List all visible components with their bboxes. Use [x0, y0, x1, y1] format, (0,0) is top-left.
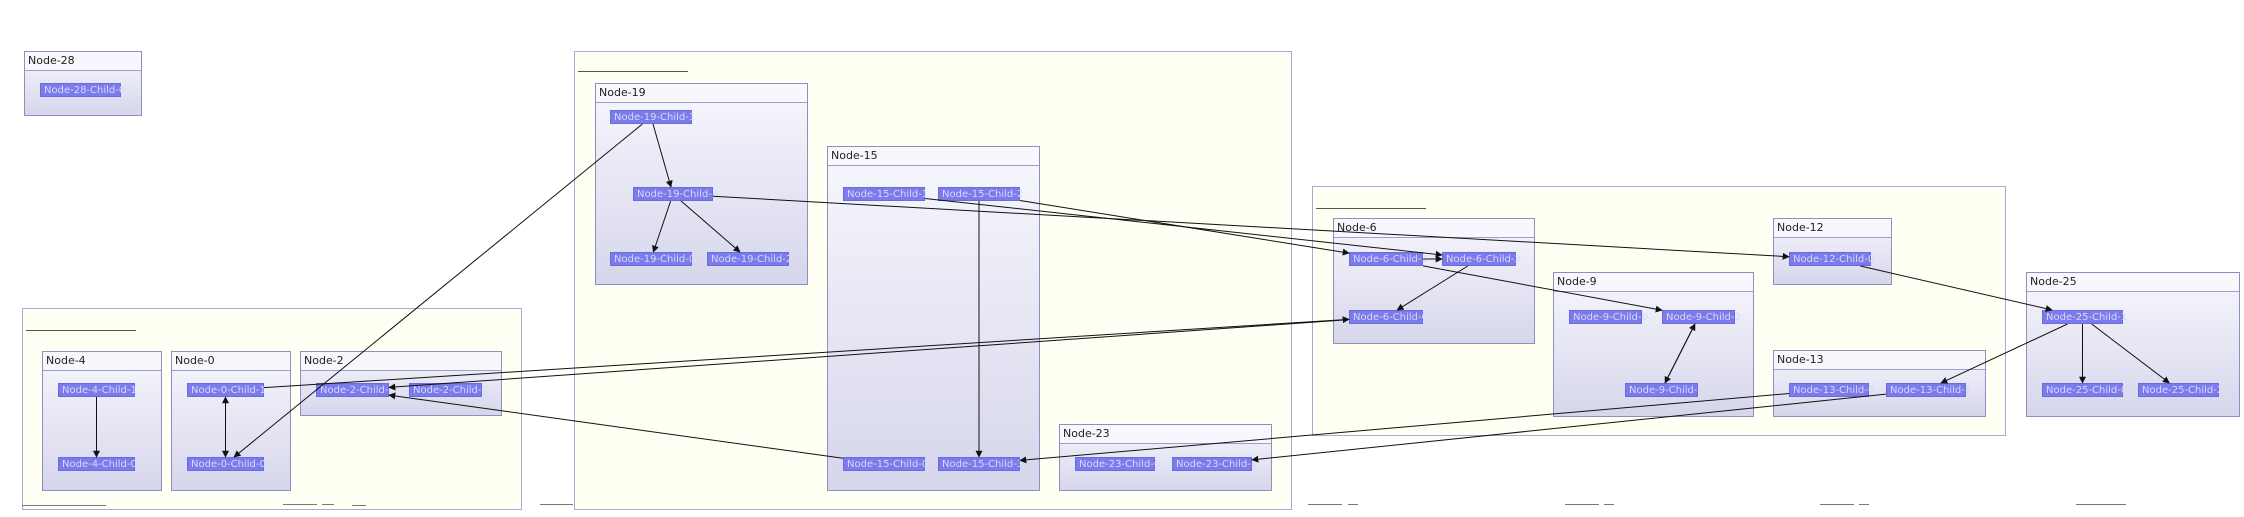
child-node[interactable]: Node-25-Child-2: [2138, 383, 2223, 397]
footer-mark: [1348, 504, 1358, 505]
footer-mark: [1604, 504, 1614, 505]
child-node[interactable]: Node-23-Child-1: [1172, 457, 1257, 471]
child-node[interactable]: Node-2-Child-1: [409, 383, 488, 397]
footer-mark: [1820, 504, 1854, 505]
footer-mark: [1859, 504, 1869, 505]
child-node[interactable]: Node-15-Child-1: [843, 187, 928, 201]
child-node[interactable]: Node-6-Child-2: [1442, 252, 1521, 266]
child-node[interactable]: Node-19-Child-2: [707, 252, 792, 266]
group-header-bar: [26, 330, 136, 331]
child-node[interactable]: Node-25-Child-1: [2042, 310, 2127, 324]
node-title: Node-15: [828, 147, 1039, 166]
child-node[interactable]: Node-23-Child-0: [1075, 457, 1160, 471]
node-title: Node-23: [1060, 425, 1271, 444]
child-node[interactable]: Node-9-Child-2: [1662, 310, 1741, 324]
child-node[interactable]: Node-9-Child-0: [1569, 310, 1648, 324]
footer-mark: [322, 504, 334, 505]
footer-mark: [540, 504, 573, 505]
node-title: Node-9: [1554, 273, 1753, 292]
node-title: Node-4: [43, 352, 161, 371]
child-node[interactable]: Node-4-Child-0: [58, 457, 137, 471]
child-node[interactable]: Node-19-Child-3: [633, 187, 718, 201]
child-node[interactable]: Node-13-Child-0: [1789, 383, 1874, 397]
child-node[interactable]: Node-4-Child-1: [58, 383, 137, 397]
child-node[interactable]: Node-19-Child-0: [610, 252, 695, 266]
child-node[interactable]: Node-0-Child-1: [187, 383, 266, 397]
child-node[interactable]: Node-0-Child-0: [187, 457, 266, 471]
node-title: Node-19: [596, 84, 807, 103]
child-node[interactable]: Node-12-Child-0: [1789, 252, 1874, 266]
child-node[interactable]: Node-6-Child-0: [1349, 310, 1428, 324]
node-title: Node-0: [172, 352, 290, 371]
child-node[interactable]: Node-13-Child-1: [1886, 383, 1971, 397]
node-title: Node-12: [1774, 219, 1891, 238]
node-title: Node-6: [1334, 219, 1534, 238]
footer-mark: [283, 504, 317, 505]
child-node[interactable]: Node-6-Child-1: [1349, 252, 1428, 266]
node-title: Node-25: [2027, 273, 2239, 292]
footer-mark: [1308, 504, 1342, 505]
node-panel-6[interactable]: Node-6: [1333, 218, 1535, 344]
child-node[interactable]: Node-2-Child-0: [316, 383, 395, 397]
group-header-bar: [1316, 208, 1426, 209]
child-node[interactable]: Node-15-Child-0: [843, 457, 928, 471]
node-title: Node-28: [25, 52, 141, 71]
child-node[interactable]: Node-15-Child-2: [938, 187, 1023, 201]
node-title: Node-2: [301, 352, 501, 371]
node-title: Node-13: [1774, 351, 1985, 370]
group-header-bar: [578, 71, 688, 72]
footer-mark: [22, 505, 106, 506]
child-node[interactable]: Node-9-Child-1: [1625, 383, 1704, 397]
child-node[interactable]: Node-28-Child-0: [40, 83, 125, 97]
footer-mark: [1565, 504, 1599, 505]
child-node[interactable]: Node-25-Child-0: [2042, 383, 2127, 397]
child-node[interactable]: Node-15-Child-3: [938, 457, 1023, 471]
footer-mark: [2076, 504, 2126, 505]
footer-mark: [352, 505, 366, 506]
child-node[interactable]: Node-19-Child-1: [610, 110, 695, 124]
